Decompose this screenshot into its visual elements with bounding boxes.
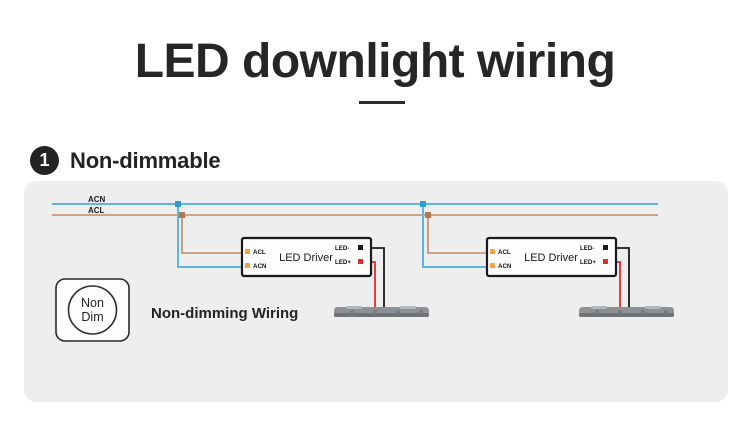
page-title: LED downlight wiring: [134, 35, 616, 88]
step-number-badge: 1: [30, 146, 59, 175]
section-heading: 1 Non-dimmable: [30, 146, 221, 175]
led-downlight-fixture-right: [579, 306, 674, 317]
driver-left-label-acn: ACN: [253, 263, 267, 270]
driver-right-terminal-acl: [490, 249, 495, 254]
driver-right-label-led-positive: LED+: [580, 259, 596, 266]
driver-left-terminal-led-negative: [358, 245, 363, 250]
fixture-left-shadow: [334, 313, 429, 317]
right-led-negative-wire: [616, 247, 630, 309]
fixture-right-led-d: [663, 309, 669, 315]
title-underline-accent: [359, 101, 405, 104]
driver-left-title: LED Driver: [279, 252, 333, 264]
fixture-left-led-a: [349, 309, 355, 315]
left-live-branch-wire: [181, 215, 242, 254]
wiring-callout-label: Non-dimming Wiring: [151, 305, 298, 322]
driver-left-terminal-led-positive: [358, 259, 363, 264]
right-led-positive-wire: [616, 261, 621, 309]
non-dim-module: Non Dim: [55, 278, 130, 342]
driver-right-title: LED Driver: [524, 252, 578, 264]
mains-live-label: ACL: [88, 206, 105, 215]
non-dim-label-line1: Non: [81, 296, 104, 310]
driver-right-terminal-acn: [490, 263, 495, 268]
right-live-branch-wire: [427, 215, 487, 254]
fixture-left-led-c: [395, 309, 401, 315]
led-downlight-fixture-left: [334, 306, 429, 317]
left-live-junction-dot: [179, 212, 185, 218]
led-driver-right: ACL ACN LED- LED+ LED Driver: [485, 236, 618, 278]
fixture-right-led-b: [617, 309, 623, 315]
driver-left-label-led-positive: LED+: [335, 259, 351, 266]
mains-neutral-label: ACN: [88, 195, 106, 204]
section-title: Non-dimmable: [70, 147, 221, 173]
fixture-left-clip-a: [346, 306, 362, 309]
left-led-negative-wire: [371, 247, 385, 309]
non-dim-module-dial: [67, 285, 118, 335]
non-dim-label-line2: Dim: [81, 310, 103, 324]
wiring-diagram-panel: ACN ACL ACL ACN LED-: [24, 181, 728, 402]
led-driver-left: ACL ACN LED- LED+ LED Driver: [240, 236, 373, 278]
driver-left-label-acl: ACL: [253, 249, 266, 256]
left-neutral-junction-dot: [175, 201, 181, 207]
left-led-positive-wire: [371, 261, 376, 309]
driver-left-terminal-acl: [245, 249, 250, 254]
wiring-diagram: ACN ACL ACL ACN LED-: [52, 195, 674, 342]
driver-right-terminal-led-positive: [603, 259, 608, 264]
driver-right-label-acl: ACL: [498, 249, 511, 256]
fixture-left-led-d: [418, 309, 424, 315]
left-neutral-branch-wire: [177, 204, 242, 268]
driver-right-terminal-led-negative: [603, 245, 608, 250]
driver-body-right: [485, 236, 618, 278]
driver-left-label-led-negative: LED-: [335, 245, 349, 252]
fixture-left-clip-b: [400, 306, 416, 309]
right-neutral-branch-wire: [422, 204, 487, 268]
fixture-right-led-a: [594, 309, 600, 315]
driver-right-label-acn: ACN: [498, 263, 512, 270]
fixture-left-led-b: [372, 309, 378, 315]
driver-right-label-led-negative: LED-: [580, 245, 594, 252]
right-live-junction-dot: [425, 212, 431, 218]
fixture-right-led-c: [640, 309, 646, 315]
driver-left-terminal-acn: [245, 263, 250, 268]
right-neutral-junction-dot: [420, 201, 426, 207]
driver-body-left: [240, 236, 373, 278]
fixture-right-clip-a: [591, 306, 607, 309]
fixture-right-clip-b: [645, 306, 661, 309]
fixture-right-shadow: [579, 313, 674, 317]
